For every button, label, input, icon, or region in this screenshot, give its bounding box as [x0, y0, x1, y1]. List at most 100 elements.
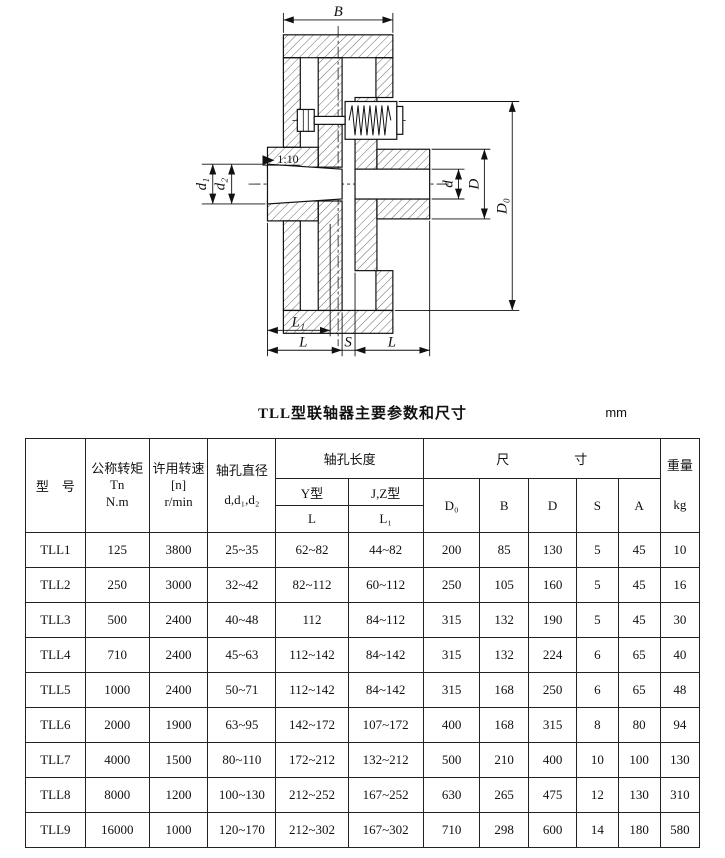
value-cell: 2400: [148, 602, 209, 638]
table-title: TLL型联轴器主要参数和尺寸: [257, 406, 468, 422]
value-cell: 80~110: [207, 742, 277, 778]
value-cell: 2400: [148, 637, 209, 673]
value-cell: 5: [576, 602, 619, 638]
value-cell: 1000: [84, 672, 150, 708]
value-cell: 168: [479, 672, 529, 708]
dim-label-S: S: [344, 334, 352, 350]
right-bore: [354, 168, 431, 200]
col-header-bore-length: 轴孔长度: [275, 438, 424, 479]
dimension-labels: B d₁ d₂ 1:10 d D D₀ L₁ L S L: [194, 4, 510, 350]
model-cell: TLL4: [25, 637, 86, 673]
pin-bolt-shaft: [313, 115, 346, 125]
value-cell: 65: [617, 672, 661, 708]
model-cell: TLL5: [25, 672, 86, 708]
value-cell: 400: [422, 707, 481, 743]
value-cell: 12: [576, 777, 619, 813]
dim-label-D: D: [466, 178, 482, 190]
value-cell: 475: [527, 777, 578, 813]
value-cell: 315: [422, 637, 481, 673]
model-cell: TLL7: [25, 742, 86, 778]
unit-label: mm: [605, 405, 627, 420]
tapered-bore: [266, 163, 343, 205]
value-cell: 310: [659, 777, 701, 813]
value-cell: 2000: [84, 707, 150, 743]
section-hatch-group: [266, 34, 431, 334]
coupling-drawing-area: B d₁ d₂ 1:10 d D D₀ L₁ L S L: [0, 0, 725, 398]
title-row: TLL型联轴器主要参数和尺寸 mm: [0, 402, 725, 430]
dim-label-d1: d₁: [194, 178, 210, 191]
value-cell: 130: [617, 777, 661, 813]
value-cell: 172~212: [275, 742, 349, 778]
value-cell: 82~112: [275, 567, 349, 603]
value-cell: 315: [422, 672, 481, 708]
value-cell: 250: [84, 567, 150, 603]
col-header-B: B: [479, 478, 529, 533]
value-cell: 65: [617, 637, 661, 673]
value-cell: 85: [479, 532, 529, 568]
value-cell: 112~142: [275, 672, 349, 708]
col-header-L1: L₁: [347, 505, 424, 533]
col-header-S: S: [576, 478, 619, 533]
value-cell: 45~63: [207, 637, 277, 673]
spec-table: 型 号 公称转矩 Tn N.m 许用转速 [n] r/min 轴孔直径 d,d₁…: [25, 438, 701, 848]
table-area: 型 号 公称转矩 Tn N.m 许用转速 [n] r/min 轴孔直径 d,d₁…: [0, 430, 725, 848]
value-cell: 315: [527, 707, 578, 743]
value-cell: 1500: [148, 742, 209, 778]
taper-symbol: [262, 155, 275, 166]
value-cell: 710: [84, 637, 150, 673]
header-line: 公称转矩: [91, 461, 144, 477]
value-cell: 580: [659, 812, 701, 848]
value-cell: 1200: [148, 777, 209, 813]
value-cell: 94: [659, 707, 701, 743]
value-cell: 16: [659, 567, 701, 603]
header-line: 许用转速: [152, 461, 205, 477]
value-cell: 50~71: [207, 672, 277, 708]
value-cell: 1000: [148, 812, 209, 848]
value-cell: 44~82: [347, 532, 424, 568]
model-cell: TLL8: [25, 777, 86, 813]
model-cell: TLL3: [25, 602, 86, 638]
value-cell: 120~170: [207, 812, 277, 848]
col-header-L: L: [275, 505, 349, 533]
value-cell: 212~252: [275, 777, 349, 813]
spring-coil: [348, 105, 392, 136]
value-cell: 48: [659, 672, 701, 708]
value-cell: 63~95: [207, 707, 277, 743]
value-cell: 212~302: [275, 812, 349, 848]
value-cell: 45: [617, 567, 661, 603]
header-line: Tn: [109, 477, 125, 493]
spec-table-head: 型 号 公称转矩 Tn N.m 许用转速 [n] r/min 轴孔直径 d,d₁…: [25, 438, 701, 533]
value-cell: 132~212: [347, 742, 424, 778]
value-cell: 130: [659, 742, 701, 778]
value-cell: 224: [527, 637, 578, 673]
value-cell: 10: [576, 742, 619, 778]
housing-end-cap: [396, 105, 404, 135]
col-header-model: 型 号: [25, 438, 86, 533]
value-cell: 10: [659, 532, 701, 568]
value-cell: 600: [527, 812, 578, 848]
header-line: 重量: [666, 458, 693, 474]
value-cell: 100~130: [207, 777, 277, 813]
value-cell: 30: [659, 602, 701, 638]
value-cell: 500: [84, 602, 150, 638]
header-line: kg: [673, 496, 687, 512]
value-cell: 200: [422, 532, 481, 568]
value-cell: 60~112: [347, 567, 424, 603]
bores-group: [266, 163, 431, 205]
value-cell: 2400: [148, 672, 209, 708]
value-cell: 630: [422, 777, 481, 813]
value-cell: 107~172: [347, 707, 424, 743]
col-header-A: A: [617, 478, 661, 533]
value-cell: 132: [479, 637, 529, 673]
dim-label-d2: d₂: [213, 178, 229, 191]
dim-label-L1: L₁: [291, 314, 305, 330]
taper-label: 1:10: [277, 152, 298, 166]
value-cell: 80: [617, 707, 661, 743]
value-cell: 400: [527, 742, 578, 778]
